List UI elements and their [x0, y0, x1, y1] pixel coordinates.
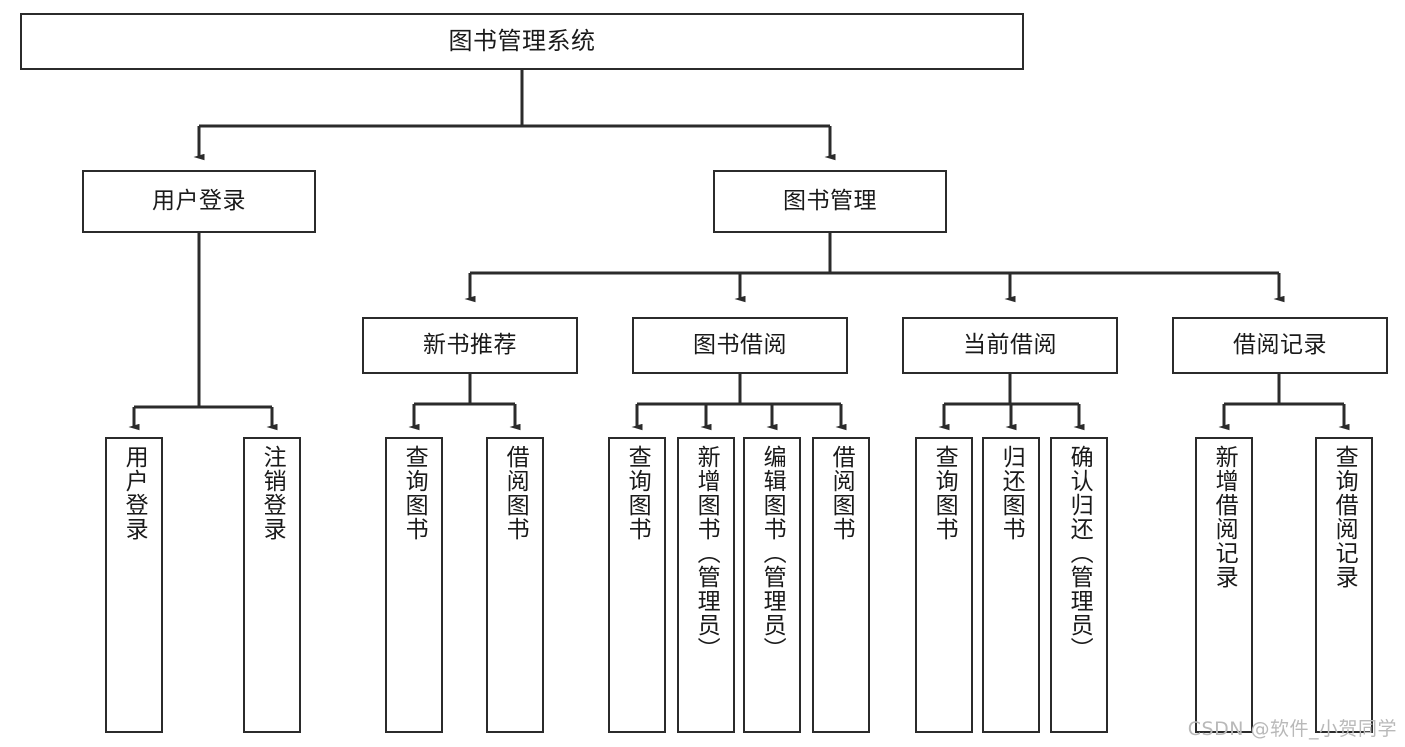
node-leaf-query-record[interactable]: 查询借阅记录: [1315, 437, 1373, 733]
node-leaf-query-book-1[interactable]: 查询图书: [385, 437, 443, 733]
node-leaf-return-book-label: 归还图书: [998, 445, 1025, 541]
node-leaf-query-book-3[interactable]: 查询图书: [915, 437, 973, 733]
node-borrow-record-label: 借阅记录: [1233, 332, 1327, 359]
node-root-label: 图书管理系统: [448, 26, 596, 55]
node-root[interactable]: 图书管理系统: [20, 13, 1024, 70]
node-leaf-user-login[interactable]: 用户登录: [105, 437, 163, 733]
node-book-manage[interactable]: 图书管理: [713, 170, 947, 233]
node-leaf-query-book-1-label: 查询图书: [401, 445, 428, 541]
node-leaf-borrow-book-1[interactable]: 借阅图书: [486, 437, 544, 733]
node-leaf-add-record-label: 新增借阅记录: [1211, 445, 1238, 589]
node-book-manage-label: 图书管理: [783, 188, 877, 215]
node-leaf-borrow-book-1-label: 借阅图书: [502, 445, 529, 541]
node-leaf-add-book-label: 新增图书（管理员）: [693, 445, 720, 661]
node-book-borrow-label: 图书借阅: [693, 332, 787, 359]
node-book-borrow[interactable]: 图书借阅: [632, 317, 848, 374]
node-leaf-confirm-return-label: 确认归还（管理员）: [1066, 445, 1093, 661]
node-leaf-borrow-book-2-label: 借阅图书: [828, 445, 855, 541]
node-new-book-recommend-label: 新书推荐: [423, 332, 517, 359]
node-leaf-borrow-book-2[interactable]: 借阅图书: [812, 437, 870, 733]
node-leaf-query-book-2-label: 查询图书: [624, 445, 651, 541]
node-leaf-user-login-label: 用户登录: [121, 445, 148, 541]
node-leaf-edit-book-label: 编辑图书（管理员）: [759, 445, 786, 661]
node-leaf-query-book-3-label: 查询图书: [931, 445, 958, 541]
node-user-login[interactable]: 用户登录: [82, 170, 316, 233]
node-leaf-add-record[interactable]: 新增借阅记录: [1195, 437, 1253, 733]
node-new-book-recommend[interactable]: 新书推荐: [362, 317, 578, 374]
node-current-borrow[interactable]: 当前借阅: [902, 317, 1118, 374]
node-current-borrow-label: 当前借阅: [963, 332, 1057, 359]
node-leaf-logout-label: 注销登录: [259, 445, 286, 541]
node-leaf-edit-book[interactable]: 编辑图书（管理员）: [743, 437, 801, 733]
node-leaf-query-book-2[interactable]: 查询图书: [608, 437, 666, 733]
node-leaf-return-book[interactable]: 归还图书: [982, 437, 1040, 733]
node-leaf-query-record-label: 查询借阅记录: [1331, 445, 1358, 589]
node-leaf-confirm-return[interactable]: 确认归还（管理员）: [1050, 437, 1108, 733]
node-leaf-add-book[interactable]: 新增图书（管理员）: [677, 437, 735, 733]
node-leaf-logout[interactable]: 注销登录: [243, 437, 301, 733]
watermark-text: CSDN @软件_小贺同学: [1187, 718, 1397, 740]
node-borrow-record[interactable]: 借阅记录: [1172, 317, 1388, 374]
node-user-login-label: 用户登录: [152, 188, 246, 215]
